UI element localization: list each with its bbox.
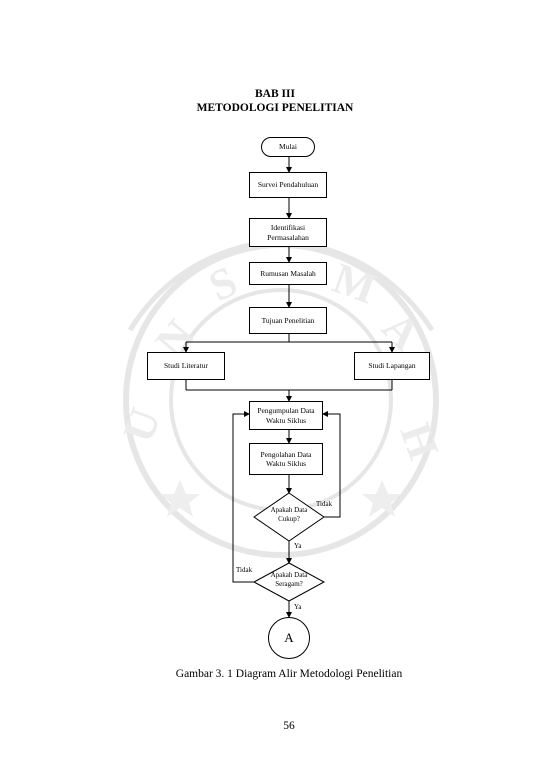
problem-identification-step: Identifikasi Permasalahan xyxy=(249,218,327,247)
decision-uniform-shape xyxy=(252,562,326,602)
problem-formulation-step: Rumusan Masalah xyxy=(249,262,327,285)
yes-label-sufficient: Ya xyxy=(294,542,302,550)
field-study-step: Studi Lapangan xyxy=(354,352,430,380)
figure-caption: Gambar 3. 1 Diagram Alir Metodologi Pene… xyxy=(175,668,403,680)
decision-sufficient-label: Apakah Data Cukup? xyxy=(270,506,308,523)
decision-uniform-label: Apakah Data Seragam? xyxy=(270,571,308,588)
chapter-title: METODOLOGI PENELITIAN xyxy=(196,102,354,114)
page-number: 56 xyxy=(283,720,295,732)
research-objective-step: Tujuan Penelitian xyxy=(249,307,327,334)
yes-label-uniform: Ya xyxy=(294,603,302,611)
data-collection-step: Pengumpulan Data Waktu Siklus xyxy=(249,401,323,430)
connector-a: A xyxy=(268,617,310,659)
chapter-label: BAB III xyxy=(255,88,295,100)
start-terminal: Mulai xyxy=(261,137,315,157)
decision-sufficient-shape xyxy=(253,492,325,542)
literature-study-step: Studi Literatur xyxy=(147,352,225,380)
no-label-uniform: Tidak xyxy=(236,566,253,574)
data-processing-step: Pengolahan Data Waktu Siklus xyxy=(249,443,323,475)
survey-step: Survei Pendahuluan xyxy=(249,172,327,198)
no-label-sufficient: Tidak xyxy=(316,500,333,508)
